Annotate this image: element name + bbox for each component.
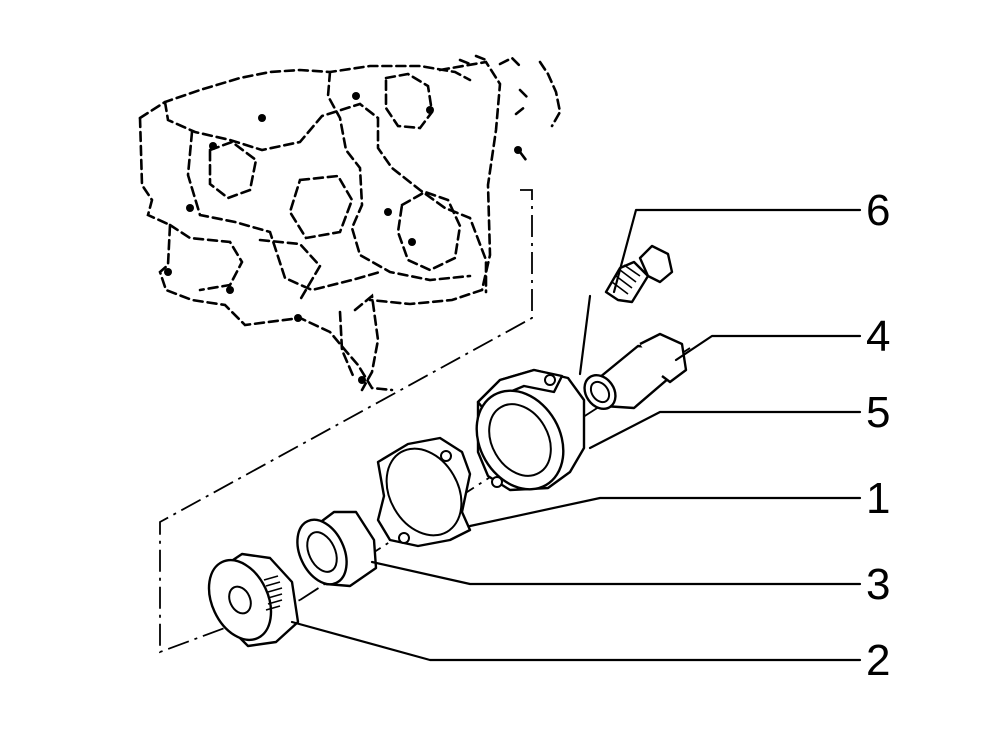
callout-4: 4 <box>866 312 890 361</box>
callout-6: 6 <box>866 186 890 235</box>
callout-5: 5 <box>866 388 890 437</box>
seal-ring-part <box>207 552 300 648</box>
callout-leader-lines <box>290 208 862 662</box>
sleeve-part <box>583 332 688 410</box>
gasket-part <box>376 436 472 548</box>
engine-housing-outline <box>138 54 562 392</box>
callout-labels: 6 4 5 1 3 2 <box>866 186 890 685</box>
bolt-part <box>604 244 674 304</box>
callout-3: 3 <box>866 560 890 609</box>
ball-bearing-part <box>296 510 378 588</box>
bearing-housing-part <box>475 368 586 492</box>
callout-1: 1 <box>866 474 890 523</box>
callout-2: 2 <box>866 636 890 685</box>
